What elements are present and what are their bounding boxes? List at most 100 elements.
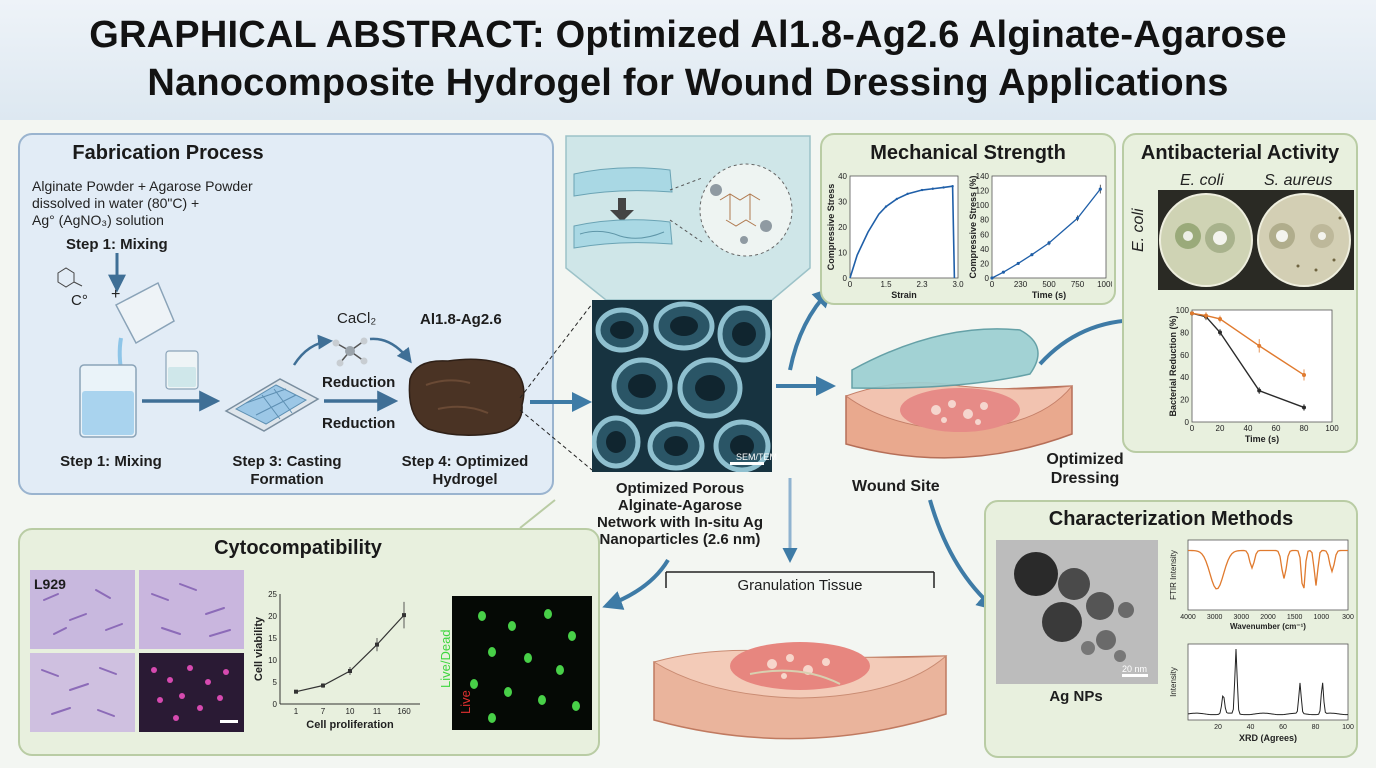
ftir-xtick: 3000	[1234, 614, 1250, 621]
plus-sign: +	[111, 286, 121, 303]
characterization-heading: Characterization Methods	[1048, 508, 1294, 530]
stress-time-xlabel: Time (s)	[1032, 290, 1066, 300]
center-caption-2: Alginate-Agarose	[617, 497, 743, 514]
ftir-xtick: 300	[1342, 614, 1354, 621]
wound-site-illustration	[844, 328, 1074, 459]
stress-time-point	[1098, 187, 1102, 191]
sem-image	[592, 300, 772, 472]
stress-time-ytick: 140	[976, 172, 990, 181]
cyto-xtick: 11	[373, 707, 382, 716]
cyto-xlabel: Cell proliferation	[306, 719, 394, 731]
stress-strain-point	[906, 192, 909, 196]
ftir-xtick: 2000	[1260, 614, 1276, 621]
ftir-xtick: 4000	[1180, 614, 1196, 621]
xrd-xlabel: XRD (Agrees)	[1239, 733, 1297, 743]
stress-strain-xtick: 0	[848, 280, 853, 289]
arrow-cacl2-in	[292, 334, 333, 366]
fabrication-intro-1: Alginate Powder + Agarose Powder	[32, 178, 253, 194]
xrd-xtick: 20	[1214, 724, 1222, 731]
title-banner	[0, 0, 1376, 120]
c-label: C°	[71, 292, 88, 309]
dressing-label-1: Optimized	[1046, 451, 1124, 468]
reduction-label-2: Reduction	[322, 415, 396, 432]
stress-time-point	[1047, 241, 1051, 245]
live-label: Live	[458, 690, 473, 714]
stress-time-point	[1016, 261, 1020, 266]
xrd-xtick: 100	[1342, 724, 1354, 731]
bacterial-series-1-point	[1302, 405, 1306, 410]
tem-label: Ag NPs	[1049, 688, 1103, 705]
stress-time-ytick: 20	[980, 259, 989, 268]
step1-top-label: Step 1: Mixing	[66, 236, 168, 253]
row-ecoli: E. coli	[1130, 208, 1147, 252]
bacterial-ytick: 0	[1185, 418, 1190, 427]
bacterial-series-1-point	[1257, 388, 1262, 393]
product-label: Al1.8-Ag2.6	[420, 311, 502, 328]
cyto-ytick: 0	[273, 700, 278, 709]
stress-strain-xtick: 2.3	[916, 280, 928, 289]
stress-time-ytick: 0	[985, 274, 990, 283]
cacl2-label: CaCl₂	[337, 310, 377, 327]
col-saureus: S. aureus	[1264, 172, 1333, 189]
petri-dishes	[1158, 190, 1354, 290]
sem-tag: SEM/TEM	[736, 452, 778, 462]
bacterial-series-2-point	[1190, 311, 1194, 316]
stress-time-point	[1001, 270, 1005, 274]
cyto-xtick: 160	[397, 707, 411, 716]
center-caption-4: Nanoparticles (2.6 nm)	[599, 531, 761, 548]
center-caption-3: Network with In-situ Ag	[596, 514, 764, 531]
bacterial-ytick: 60	[1180, 351, 1189, 360]
cyto-xtick: 1	[294, 707, 299, 716]
granulation-illustration	[652, 642, 948, 740]
bacterial-xtick: 0	[1190, 424, 1195, 433]
cyto-ytick: 5	[273, 678, 278, 687]
tem-scale: 20 nm	[1122, 664, 1148, 674]
ftir-xtick: 1000	[1314, 614, 1330, 621]
reduction-label-1: Reduction	[322, 374, 396, 391]
stress-strain-xtick: 1.5	[880, 280, 892, 289]
live-dead-label: Live/Dead	[438, 629, 453, 688]
bacterial-ytick: 80	[1180, 328, 1189, 337]
stress-time-ytick: 60	[980, 230, 989, 239]
step1-label: Step 1: Mixing	[60, 453, 162, 470]
stress-strain-ytick: 10	[838, 249, 847, 258]
stress-time-point	[1075, 216, 1080, 220]
stress-time-xtick: 0	[990, 280, 995, 289]
xrd-plot-area	[1187, 643, 1349, 721]
xrd-pattern	[1187, 648, 1349, 716]
stress-strain-point	[895, 197, 898, 201]
network-inset	[565, 135, 811, 301]
stress-time-xtick: 500	[1042, 280, 1056, 289]
fabrication-heading: Fabrication Process	[72, 142, 264, 164]
bacterial-series-1-point	[1218, 330, 1222, 335]
bacterial-series-2-point	[1302, 372, 1306, 377]
cyto-xtick: 10	[346, 707, 355, 716]
wound-site-label: Wound Site	[852, 478, 940, 495]
title-line-2: Nanocomposite Hydrogel for Wound Dressin…	[147, 62, 1229, 104]
stress-strain-point	[884, 205, 888, 208]
cyto-point	[402, 613, 406, 618]
cyto-line	[295, 614, 405, 693]
cyto-ytick: 10	[268, 656, 277, 665]
stress-time-chart: 02305007501000020406080100120140Time (s)…	[968, 172, 1112, 300]
step4-label-1: Step 4: Optimized	[401, 453, 529, 470]
stress-time-point	[1030, 253, 1034, 257]
stress-strain-ytick: 40	[838, 172, 847, 181]
cyto-ytick: 25	[268, 590, 277, 599]
cyto-xtick: 7	[321, 707, 326, 716]
stress-strain-ylabel: Compressive Stress	[826, 184, 836, 271]
pouring-beaker	[114, 281, 175, 376]
tem-image	[996, 540, 1158, 684]
antibacterial-heading: Antibacterial Activity	[1140, 142, 1340, 164]
arrow-cacl2-out	[369, 337, 412, 364]
cyto-ytick: 20	[268, 612, 277, 621]
cyto-point	[321, 683, 325, 688]
bacterial-xtick: 20	[1216, 424, 1225, 433]
xrd-xtick: 60	[1279, 724, 1287, 731]
cyto-heading: Cytocompatibility	[214, 537, 382, 559]
stress-strain-xlabel: Strain	[891, 290, 917, 300]
bacterial-xtick: 100	[1325, 424, 1339, 433]
stress-time-ytick: 40	[980, 245, 989, 254]
